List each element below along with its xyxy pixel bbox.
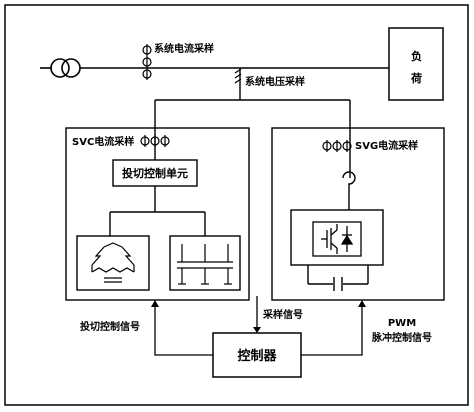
pwm-label-line1: PWM xyxy=(388,318,416,329)
outer-frame xyxy=(4,4,469,406)
sampling-signal-arrowhead xyxy=(253,327,261,333)
system-voltage-sampling-label: 系统电压采样 xyxy=(245,75,305,88)
tcr-box xyxy=(76,235,150,291)
transformer-symbol xyxy=(40,58,81,78)
pwm-signal-arrowhead xyxy=(358,300,366,307)
svg-current-ct-icon xyxy=(322,140,352,152)
load-label-line1: 负 xyxy=(411,49,422,63)
switching-control-unit-box xyxy=(112,159,198,187)
switching-control-signal-label: 投切控制信号 xyxy=(80,320,140,333)
controller-label: 控制器 xyxy=(237,348,277,364)
svc-current-ct-icon xyxy=(140,135,170,147)
pwm-label-line2: 脉冲控制信号 xyxy=(371,331,432,344)
load-label-line2: 荷 xyxy=(410,71,422,85)
system-current-ct-icon xyxy=(142,44,152,80)
igbt-icon xyxy=(312,221,362,257)
svc-current-sampling-label: SVC电流采样 xyxy=(72,135,134,148)
load-box xyxy=(388,27,444,101)
switching-control-unit-label: 投切控制单元 xyxy=(122,166,188,180)
reactor-coil-icon xyxy=(342,171,356,210)
inverter-box xyxy=(290,209,384,266)
svg-current-sampling-label: SVG电流采样 xyxy=(355,139,418,152)
system-current-sampling-label: 系统电流采样 xyxy=(154,42,214,55)
switching-control-signal-arrowhead xyxy=(151,300,159,307)
sampling-signal-label: 采样信号 xyxy=(262,308,303,321)
tsc-box xyxy=(169,235,241,291)
svg-box xyxy=(271,127,445,301)
svc-box xyxy=(65,127,250,301)
tsc-capacitor-icon xyxy=(177,244,233,285)
tcr-delta-icon xyxy=(91,242,135,283)
switching-control-signal-line xyxy=(154,306,213,356)
dc-capacitor-loop xyxy=(307,265,369,291)
pwm-signal-line xyxy=(301,306,363,356)
